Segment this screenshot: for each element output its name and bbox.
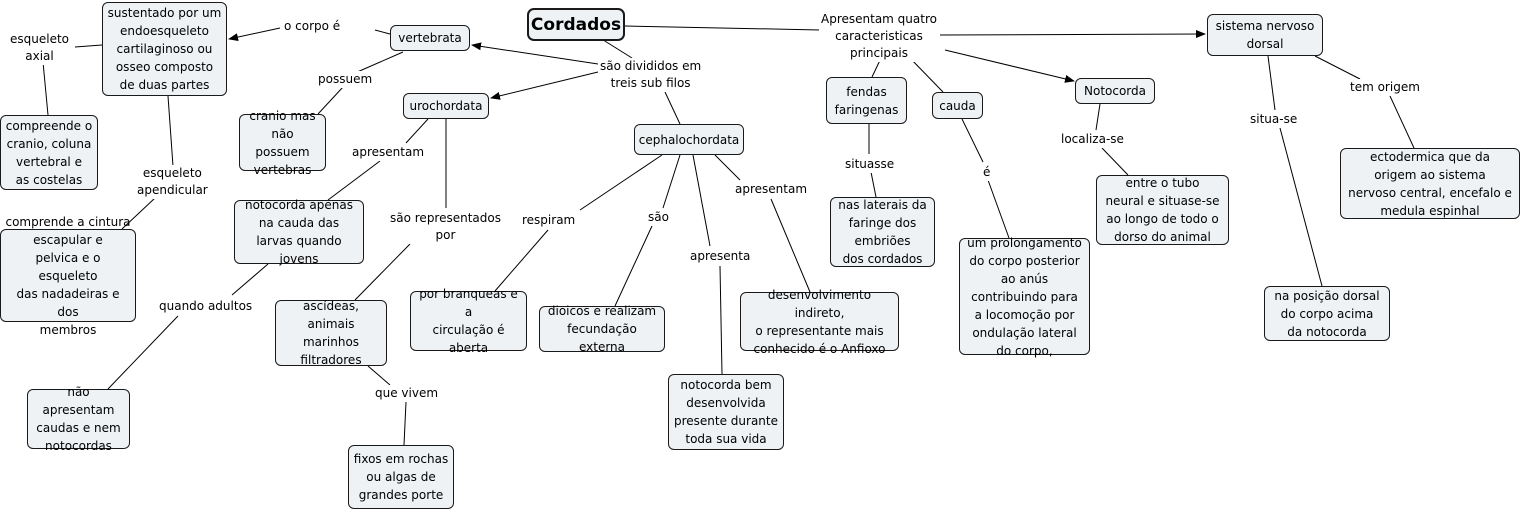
- edge-notocorda-quandoadultos: [231, 263, 269, 296]
- node-desenvolvimento[interactable]: desenvolvimento indireto, o representant…: [740, 288, 899, 356]
- node-cephalochordata[interactable]: cephalochordata: [634, 124, 744, 155]
- edge-cephalo-apresenta: [692, 154, 711, 247]
- node-nas-laterais[interactable]: nas laterais da faringe dos embriões dos…: [830, 197, 935, 267]
- label-sao: são: [646, 209, 671, 226]
- edge-vertebrata-ocorpo: [374, 29, 391, 35]
- edge-apendicular-cintura: [121, 197, 156, 230]
- node-nao-apresentam[interactable]: não apresentam caudas e nem notocordas: [27, 385, 130, 453]
- edge-sustentado-axial: [74, 44, 103, 48]
- label-apresenta: apresenta: [688, 248, 753, 265]
- edge-quatro-cauda: [907, 55, 944, 93]
- label-tem-origem: tem origem: [1348, 79, 1422, 96]
- edge-apresenta-notocordabem: [719, 265, 723, 375]
- node-cauda[interactable]: cauda: [932, 92, 983, 119]
- edge-ocorpo-sustentado: [228, 27, 281, 42]
- node-urochordata[interactable]: urochordata: [403, 93, 489, 119]
- edge-divididos-urochordata: [490, 71, 599, 100]
- node-compreende-cintura[interactable]: comprende a cintura escapular e pelvica …: [0, 215, 136, 337]
- edge-quatro-notocorda: [944, 49, 1075, 83]
- label-situa-se: situa-se: [1248, 111, 1300, 128]
- node-notocorda[interactable]: Notocorda: [1075, 78, 1155, 104]
- root-node-cordados[interactable]: Cordados: [527, 8, 625, 41]
- edge-sistema-situa: [1267, 55, 1276, 111]
- node-dioicos[interactable]: dioicos e realizam fecundação externa: [539, 304, 665, 354]
- edge-ascideas-quevivem: [367, 365, 391, 386]
- edge-cephalo-apresentam: [714, 154, 741, 181]
- edge-sao-dioicos: [614, 225, 653, 307]
- node-sistema-nervoso[interactable]: sistema nervoso dorsal: [1207, 14, 1323, 56]
- edge-e-prolongamento: [987, 179, 1010, 239]
- node-sustentado[interactable]: sustentado por um endoesqueleto cartilag…: [102, 2, 227, 96]
- label-o-corpo-e: o corpo é: [282, 18, 343, 35]
- node-ascideas[interactable]: ascídeas, animais marinhos filtradores: [275, 299, 387, 367]
- edge-divididos-vertebrata: [471, 42, 599, 65]
- node-por-branqueas[interactable]: por branqueas e a circulação é aberta: [410, 287, 527, 355]
- label-possuem: possuem: [316, 71, 375, 88]
- edge-quatro-sistema: [939, 30, 1206, 39]
- edge-uro-apresentam: [405, 118, 429, 144]
- label-esqueleto-apendicular: esqueleto apendicular: [135, 165, 210, 199]
- node-na-posicao[interactable]: na posição dorsal do corpo acima da noto…: [1264, 286, 1390, 341]
- edge-possuem-cranio: [317, 86, 344, 115]
- edge-apresentam-notocorda: [327, 160, 381, 201]
- label-respiram: respiram: [520, 212, 578, 229]
- label-apresentam-uro: apresentam: [350, 144, 427, 161]
- node-entre-tubo[interactable]: entre o tubo neural e situase-se ao long…: [1096, 175, 1229, 245]
- node-notocorda-bem[interactable]: notocorda bem desenvolvida presente dura…: [668, 374, 784, 450]
- node-compreende-cranio[interactable]: compreende o cranio, coluna vertebral e …: [0, 115, 98, 190]
- node-cranio-mas[interactable]: cranio mas não possuem vertebras: [239, 109, 326, 177]
- node-ectodermica[interactable]: ectodermica que da origem ao sistema ner…: [1340, 148, 1520, 219]
- edge-localiza-entre: [1101, 147, 1129, 176]
- edge-axial-compreende: [42, 61, 49, 116]
- edge-temorigem-ectodermica: [1389, 95, 1415, 149]
- label-apresentam-cefalo: apresentam: [733, 181, 810, 198]
- edge-sustentado-apendicular: [167, 95, 174, 167]
- node-notocorda-apenas[interactable]: notocorda apenas na cauda das larvas qua…: [234, 198, 364, 266]
- edge-situa-naposicao: [1279, 127, 1323, 287]
- edge-root-quatro: [624, 25, 821, 31]
- label-que-vivem: que vivem: [373, 385, 441, 402]
- label-apresentam-quatro: Apresentam quatro caracteristicas princi…: [819, 11, 939, 62]
- label-sao-divididos: são divididos em treis sub filos: [598, 58, 704, 92]
- edge-quevivem-fixos: [403, 401, 407, 446]
- edge-vertebrata-possuem: [354, 51, 404, 74]
- node-fendas[interactable]: fendas faringenas: [826, 77, 907, 124]
- label-esqueleto-axial: esqueleto axial: [8, 31, 72, 65]
- node-fixos[interactable]: fixos em rochas ou algas de grandes port…: [348, 445, 454, 509]
- edge-root-divididos: [599, 37, 633, 59]
- edge-cauda-e: [961, 118, 984, 163]
- node-prolongamento[interactable]: um prolongamento do corpo posterior ao a…: [959, 236, 1090, 358]
- label-situasse: situasse: [843, 156, 897, 173]
- edge-cephalo-sao: [662, 154, 681, 209]
- edge-representados-ascideas: [354, 243, 411, 301]
- edge-respiram-branqueas: [494, 229, 549, 292]
- label-localiza-se: localiza-se: [1059, 131, 1126, 148]
- edge-cephalo-respiram: [579, 154, 663, 211]
- label-quando-adultos: quando adultos: [157, 298, 255, 315]
- edge-sistema-temorigem: [1314, 55, 1361, 80]
- label-e: é: [981, 164, 993, 181]
- edge-apresentam-desenvolvimento: [770, 198, 811, 293]
- edge-situasse-laterais: [870, 171, 877, 198]
- edge-notocorda-localiza: [1095, 103, 1101, 131]
- label-sao-representados: são representados por: [388, 210, 503, 244]
- node-vertebrata[interactable]: vertebrata: [390, 25, 470, 51]
- edge-divididos-cephalo: [664, 91, 681, 125]
- edge-quandoadultos-naoapresentam: [107, 315, 179, 390]
